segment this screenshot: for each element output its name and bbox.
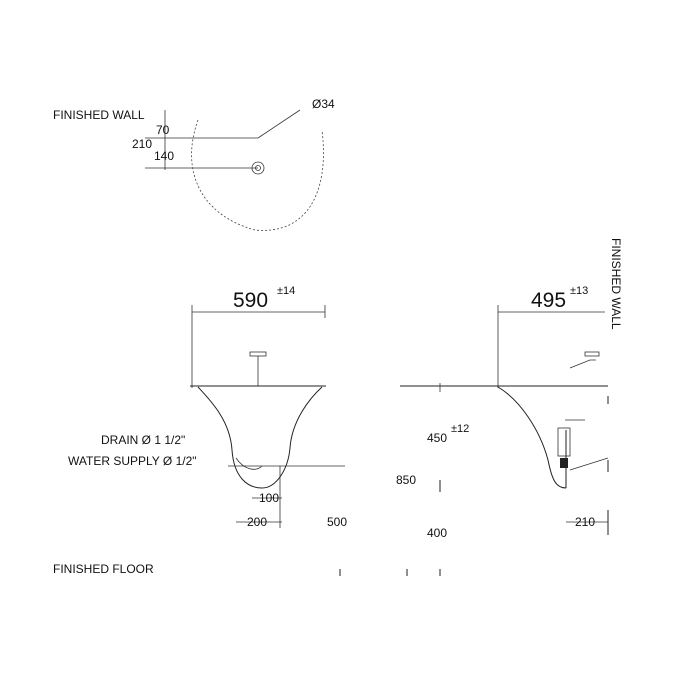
dim-70: 70 (156, 123, 170, 137)
side-siphon-trap (560, 458, 568, 468)
dim-dia-34: Ø34 (312, 97, 335, 111)
tol-450: ±12 (451, 423, 469, 435)
dim-210-top: 210 (132, 137, 152, 151)
water-supply-label: WATER SUPPLY Ø 1/2" (68, 454, 197, 468)
dim-450: 450 (427, 431, 447, 445)
dim-400: 400 (427, 526, 447, 540)
side-tap (569, 359, 596, 369)
side-supply-line (569, 457, 609, 471)
dim-200: 200 (247, 515, 267, 529)
tol-495: ±13 (570, 285, 588, 297)
front-siphon (235, 457, 263, 470)
front-basin-outline (197, 386, 323, 489)
dia-leader (257, 109, 301, 139)
finished-wall-label-top: FINISHED WALL (53, 108, 145, 122)
drain-hole-inner (255, 165, 261, 171)
front-tap (249, 351, 267, 357)
finished-wall-label-right: FINISHED WALL (609, 238, 623, 330)
dim-210-bottom: 210 (575, 515, 595, 529)
side-view: 495 ±13 FINISHED WALL 210 450 ±12 850 40… (396, 238, 623, 540)
dim-590: 590 (233, 289, 268, 312)
dim-140: 140 (154, 149, 174, 163)
basin-top-outline (191, 119, 324, 231)
finished-floor-label: FINISHED FLOOR (53, 562, 154, 576)
dim-850: 850 (396, 473, 416, 487)
top-view: FINISHED WALL 70 210 140 Ø34 (53, 97, 335, 231)
dim-100: 100 (259, 491, 279, 505)
side-tap-head (584, 351, 600, 357)
floor-line: FINISHED FLOOR (53, 562, 441, 576)
drain-hole-top (251, 161, 265, 175)
side-siphon-body (557, 427, 571, 457)
front-view: 590 ±14 DRAIN Ø 1 1/2" WATER SUPPLY Ø 1/… (68, 285, 347, 529)
tol-590: ±14 (277, 285, 295, 297)
side-basin-outline (497, 386, 567, 489)
dim-495: 495 (531, 289, 566, 312)
drain-label: DRAIN Ø 1 1/2" (101, 433, 185, 447)
dim-500: 500 (327, 515, 347, 529)
